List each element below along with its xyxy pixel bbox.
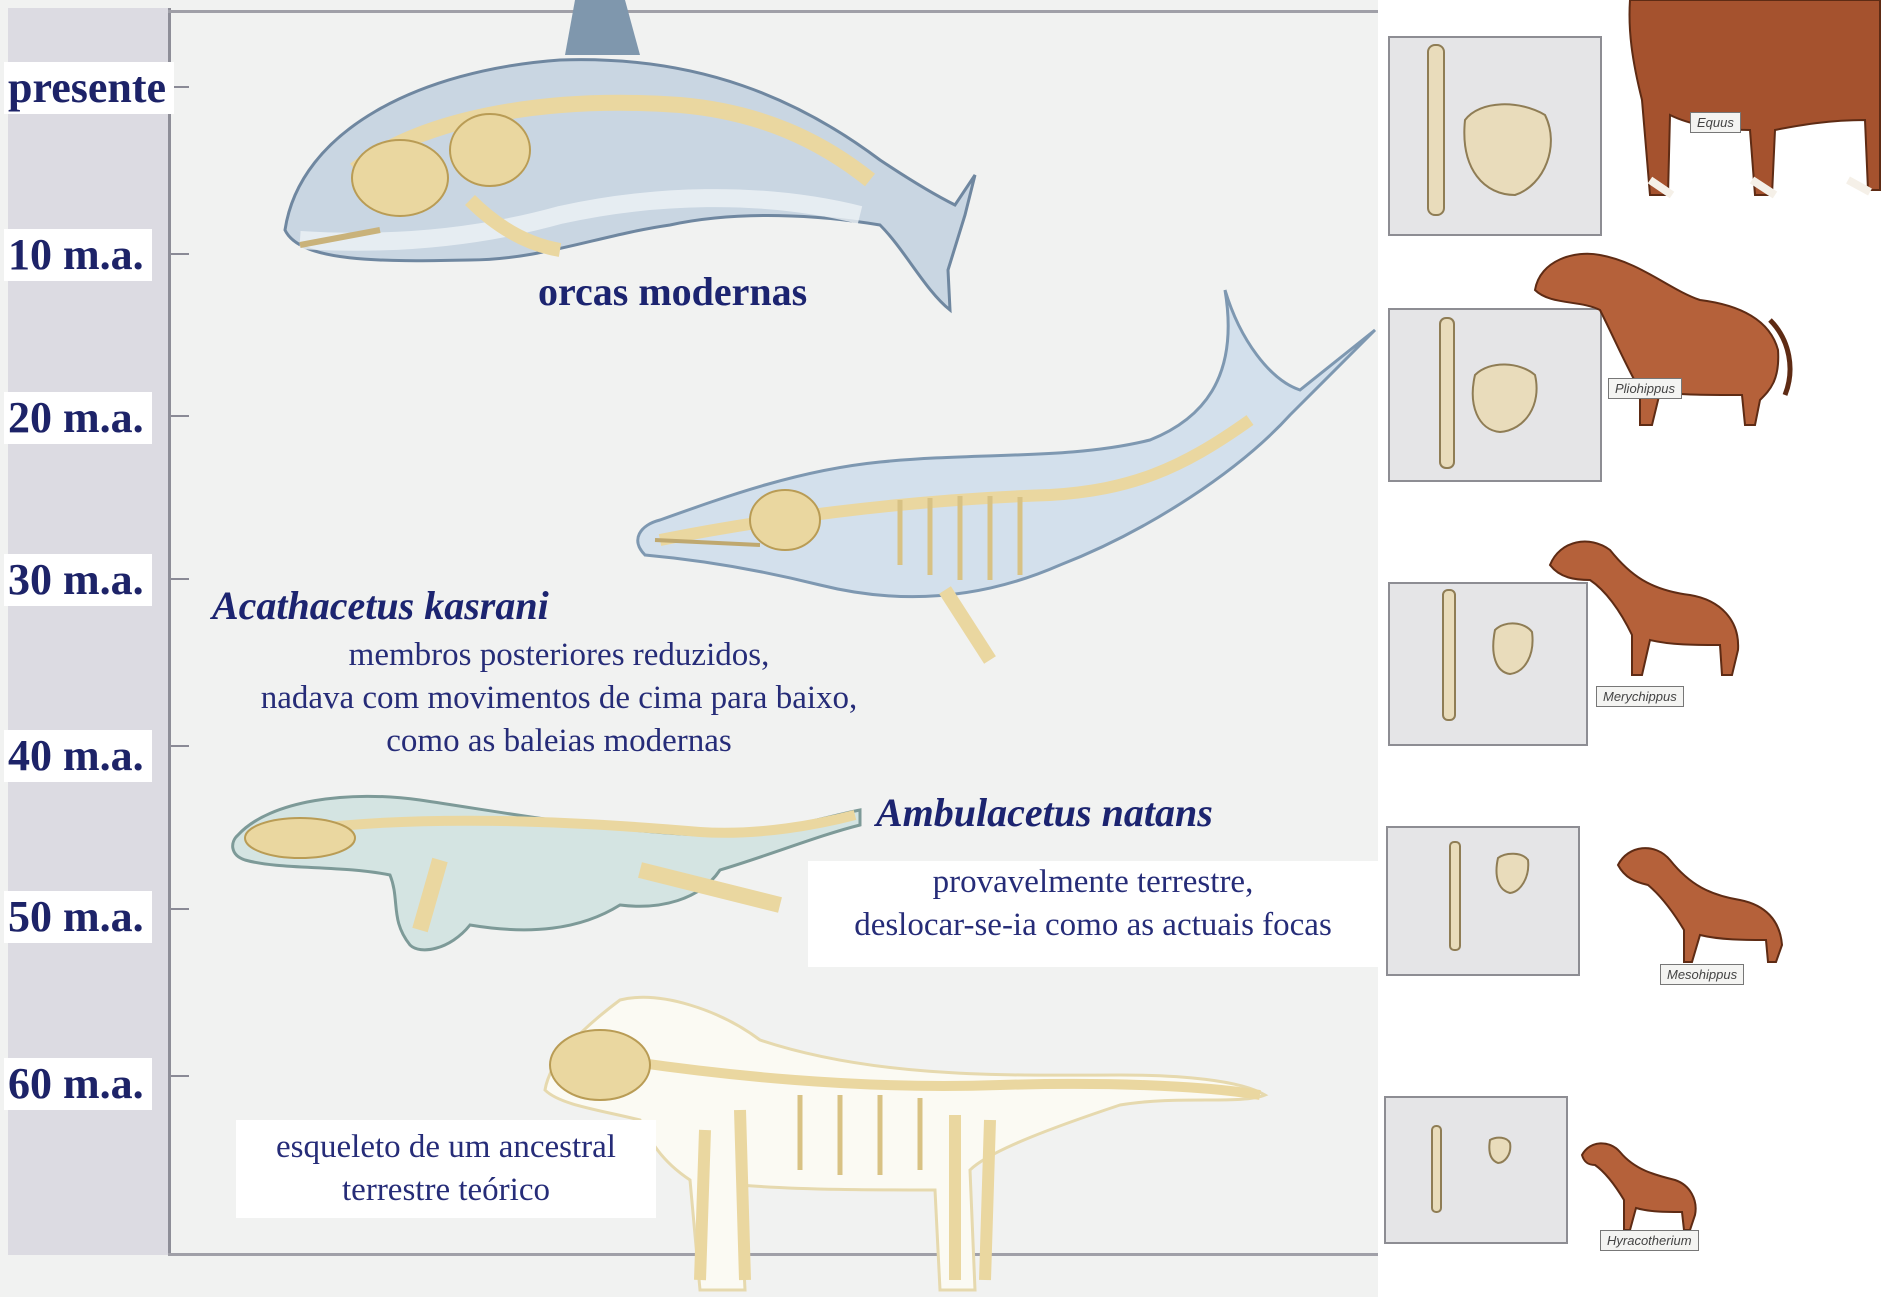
species-tag-mesohippus: Mesohippus (1660, 964, 1744, 985)
pliohippus-horse (1535, 254, 1790, 425)
species-tag-equus: Equus (1690, 112, 1741, 133)
equus-horse (1630, 0, 1881, 195)
species-tag-pliohippus: Pliohippus (1608, 378, 1682, 399)
species-tag-merychippus: Merychippus (1596, 686, 1684, 707)
merychippus-horse (1550, 542, 1738, 675)
hyracotherium-horse (1582, 1143, 1696, 1230)
species-tag-hyracotherium: Hyracotherium (1600, 1230, 1699, 1251)
mesohippus-horse (1618, 848, 1782, 962)
